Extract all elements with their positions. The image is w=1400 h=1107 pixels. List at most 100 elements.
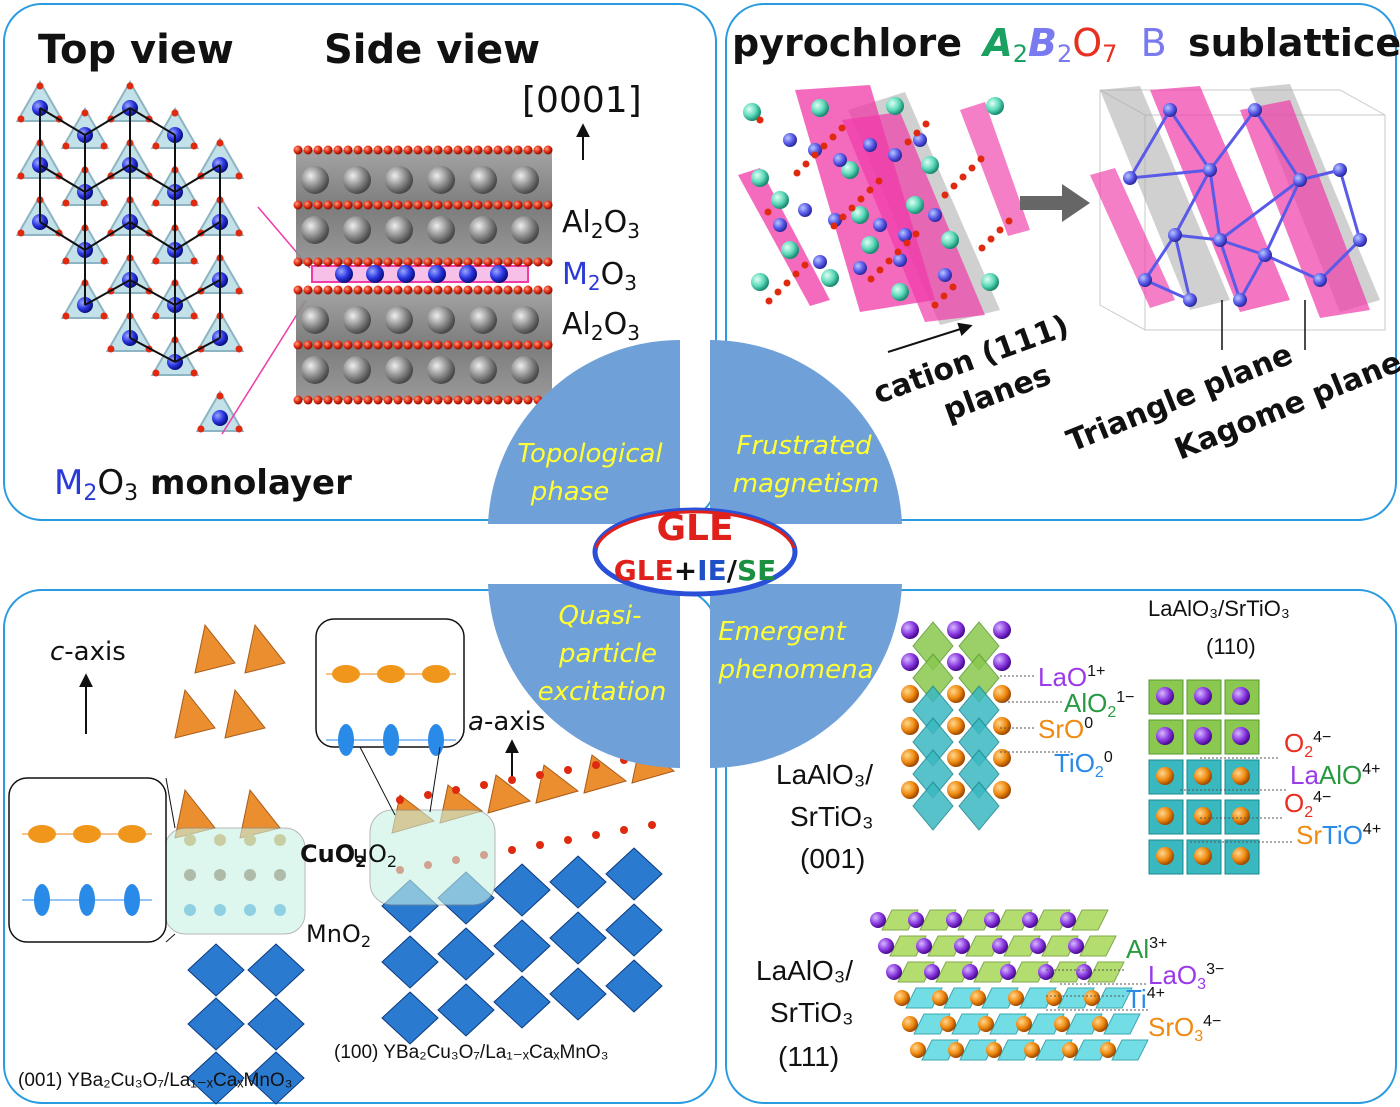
- o-atom: [423, 145, 433, 155]
- o-atom: [413, 145, 423, 155]
- o-atom: [313, 395, 323, 405]
- bond-line: [174, 164, 221, 193]
- o-atom: [323, 145, 333, 155]
- m-atom: [428, 265, 446, 283]
- bond-line: [174, 279, 221, 306]
- o-atom: [783, 279, 791, 287]
- o-atom: [323, 395, 333, 405]
- al-atom: [427, 356, 455, 384]
- a-site-atom: [821, 269, 839, 287]
- o-atom: [383, 285, 393, 295]
- a-site-atom: [901, 653, 919, 671]
- kagome-bond: [1218, 239, 1242, 301]
- o-atom: [483, 145, 493, 155]
- a-site-atom: [940, 1016, 956, 1032]
- oxygen-atom: [197, 425, 205, 433]
- oxygen-atom: [36, 82, 44, 90]
- o-atom: [323, 340, 333, 350]
- b-site-atom: [1168, 228, 1182, 242]
- label-sro-0: SrO0: [1038, 714, 1093, 744]
- label-sro3-4minus: SrO34−: [1148, 1012, 1221, 1045]
- dx2y2-orbital: [73, 825, 101, 843]
- o-atom: [543, 285, 553, 295]
- orbital-inset-left: [8, 777, 167, 943]
- o-atom: [443, 200, 453, 210]
- kagome-bond: [1238, 254, 1267, 301]
- mno2-label: MnO2: [306, 920, 371, 951]
- o-atom: [463, 395, 473, 405]
- a-site-atom: [1068, 938, 1084, 954]
- b-site-atom: [888, 148, 902, 162]
- o-atom: [433, 200, 443, 210]
- o-atom: [503, 395, 513, 405]
- o-atom: [912, 230, 920, 238]
- o-atom: [533, 340, 543, 350]
- o-atom: [564, 836, 572, 844]
- b-site-rhomb: [981, 987, 1019, 1009]
- a-site-atom: [891, 283, 909, 301]
- center-quadrant-graphic: Topological phase Frustrated magnetism Q…: [488, 339, 902, 769]
- label-laalo-4plus: LaAlO4+: [1290, 760, 1381, 790]
- o-atom: [765, 297, 773, 305]
- a-site-atom: [1156, 767, 1174, 785]
- o-atom: [533, 285, 543, 295]
- a-site-atom: [901, 781, 919, 799]
- al-atom: [511, 306, 539, 334]
- b-site-atom: [1123, 171, 1137, 185]
- a-site-atom: [924, 964, 940, 980]
- cuo-pyramid: [194, 623, 236, 674]
- o-atom: [423, 200, 433, 210]
- kagome-bond: [1253, 109, 1302, 181]
- al-atom: [301, 306, 329, 334]
- oxygen-atom: [152, 142, 160, 150]
- m2o3-monolayer-caption: M2O3 monolayer: [54, 463, 352, 506]
- oxygen-atom: [62, 199, 70, 207]
- o-atom: [433, 145, 443, 155]
- panel-bottom-left: c-axis a-axis CuO2 CuO2 MnO2 (001) YBa₂C…: [8, 618, 676, 1105]
- cuo-pyramid: [535, 764, 580, 804]
- o-atom: [866, 186, 874, 194]
- a-site-atom: [1232, 847, 1250, 865]
- o-atom: [396, 796, 404, 804]
- b-site-atom: [1138, 273, 1152, 287]
- o-atom: [848, 204, 856, 212]
- a-site-atom: [751, 169, 769, 187]
- a-site-atom: [901, 621, 919, 639]
- b-site-atom: [1183, 293, 1197, 307]
- o-atom: [363, 395, 373, 405]
- o-atom: [875, 177, 883, 185]
- oxygen-atom: [235, 287, 243, 295]
- oxygen-atom: [235, 229, 243, 237]
- a-site-atom: [901, 685, 919, 703]
- lao-sto-001-line2: SrTiO₃: [790, 801, 873, 832]
- cuo-pyramid: [583, 754, 628, 794]
- o-atom: [303, 257, 313, 267]
- quadrant-frustrated-magnetism: [710, 339, 902, 524]
- o-atom: [543, 145, 553, 155]
- o-atom: [473, 395, 483, 405]
- triangle-plane: [1150, 86, 1290, 312]
- o-atom: [941, 191, 949, 199]
- cation-planes-arrow: [887, 322, 973, 353]
- ybco-lcmo-100-structure: [381, 744, 676, 1045]
- o-atom: [423, 257, 433, 267]
- panel-bottom-right: LaAlO₃/SrTiO₃ (110) LaAlO₃/ SrTiO₃ (001)…: [756, 596, 1381, 1072]
- a-site-atom: [947, 621, 965, 639]
- al-atom: [469, 166, 497, 194]
- kagome-bond: [1168, 109, 1212, 171]
- panel-top-left: Top view Side view [0001] Al2O3 M2O3 Al2…: [15, 27, 642, 506]
- mno-octahedron: [549, 855, 607, 909]
- o-atom: [293, 200, 303, 210]
- b-site-rhomb: [973, 961, 1011, 983]
- o-atom: [303, 145, 313, 155]
- o-atom: [903, 239, 911, 247]
- a-site-atom: [1194, 687, 1212, 705]
- o-atom: [373, 145, 383, 155]
- b-site-rhomb: [1041, 935, 1079, 957]
- o-atom: [313, 145, 323, 155]
- o-atom: [473, 145, 483, 155]
- al-atom: [469, 216, 497, 244]
- al-atom: [343, 216, 371, 244]
- al-atom: [385, 166, 413, 194]
- a-site-atom: [1194, 807, 1212, 825]
